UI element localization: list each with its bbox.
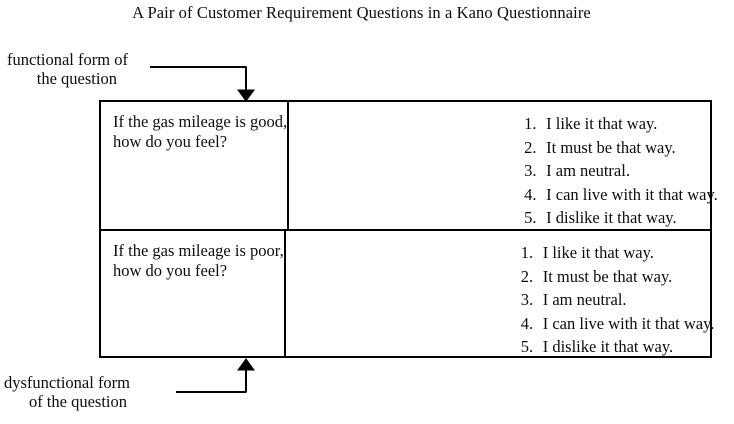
functional-connector-arrowhead-down <box>237 89 255 102</box>
answer-option-number: 3. <box>520 290 534 310</box>
functional-form-arrow-connector <box>150 66 255 102</box>
answer-option-label: I can live with it that way. <box>546 184 718 204</box>
dysfunctional-form-label-line1: dysfunctional form <box>4 373 131 392</box>
answer-option-label: It must be that way. <box>546 137 676 157</box>
answer-option-label: I dislike it that way. <box>546 208 677 228</box>
answer-option[interactable]: 1. I like it that way. <box>289 112 718 136</box>
answer-option[interactable]: 5. I dislike it that way. <box>289 206 718 230</box>
answers-cell: 1. I like it that way. 2. It must be tha… <box>289 102 718 229</box>
answer-option-label: I like it that way. <box>546 114 658 133</box>
answer-option[interactable]: 4. I can live with it that way. <box>286 312 715 336</box>
answer-option-number: 4. <box>520 313 534 333</box>
question-text-line1: If the gas mileage is good, <box>113 112 288 131</box>
answer-option-number: 1. <box>520 243 534 262</box>
answer-option-number: 4. <box>524 184 537 204</box>
dysfunctional-form-label-line2: of the question <box>28 392 128 411</box>
answer-options-list: 1. I like it that way. 2. It must be tha… <box>289 112 718 230</box>
answer-option[interactable]: 4. I can live with it that way. <box>289 183 718 207</box>
answer-option[interactable]: 2. It must be that way. <box>289 136 718 160</box>
table-row: If the gas mileage is good, how do you f… <box>101 102 718 229</box>
dysfunctional-form-label: dysfunctional form of the question <box>4 373 130 411</box>
answer-option[interactable]: 3. I am neutral. <box>286 288 715 312</box>
answer-option-label: It must be that way. <box>542 266 673 286</box>
kano-questionnaire-table: If the gas mileage is good, how do you f… <box>99 100 718 358</box>
answers-cell: 1. I like it that way. 2. It must be tha… <box>286 231 715 356</box>
question-cell: If the gas mileage is poor, how do you f… <box>101 231 286 356</box>
answer-options-list: 1. I like it that way. 2. It must be tha… <box>286 241 715 359</box>
figure-title: A Pair of Customer Requirement Questions… <box>132 3 591 22</box>
answer-option-label: I can live with it that way. <box>542 313 715 333</box>
answer-option-label: I am neutral. <box>546 161 630 181</box>
question-text-line2: how do you feel? <box>113 131 228 151</box>
answer-option[interactable]: 3. I am neutral. <box>289 159 718 183</box>
functional-form-label-line1: functional form of <box>7 50 128 69</box>
answer-option-label: I dislike it that way. <box>542 337 674 357</box>
answer-option-number: 2. <box>524 137 537 157</box>
question-text: If the gas mileage is poor, how do you f… <box>113 241 284 280</box>
question-cell: If the gas mileage is good, how do you f… <box>101 102 290 229</box>
answer-option[interactable]: 2. It must be that way. <box>286 265 715 289</box>
answer-option-number: 2. <box>520 266 534 286</box>
dysfunctional-connector-arrowhead-up <box>237 358 255 371</box>
question-text-line2: how do you feel? <box>113 260 228 280</box>
answer-option-number: 3. <box>524 161 537 181</box>
functional-form-label-line2: the question <box>36 69 117 88</box>
answer-option-number: 1. <box>524 114 537 133</box>
question-text-line1: If the gas mileage is poor, <box>113 241 284 260</box>
answer-option-label: I like it that way. <box>542 243 654 262</box>
answer-option[interactable]: 1. I like it that way. <box>286 241 715 265</box>
table-row: If the gas mileage is poor, how do you f… <box>101 229 714 356</box>
dysfunctional-form-arrow-connector <box>176 358 255 393</box>
answer-option-number: 5. <box>520 337 534 357</box>
answer-option-label: I am neutral. <box>542 290 627 310</box>
question-text: If the gas mileage is good, how do you f… <box>113 112 287 151</box>
answer-option-number: 5. <box>524 208 537 228</box>
functional-form-label: functional form of the question <box>7 50 128 88</box>
answer-option[interactable]: 5. I dislike it that way. <box>286 335 715 359</box>
